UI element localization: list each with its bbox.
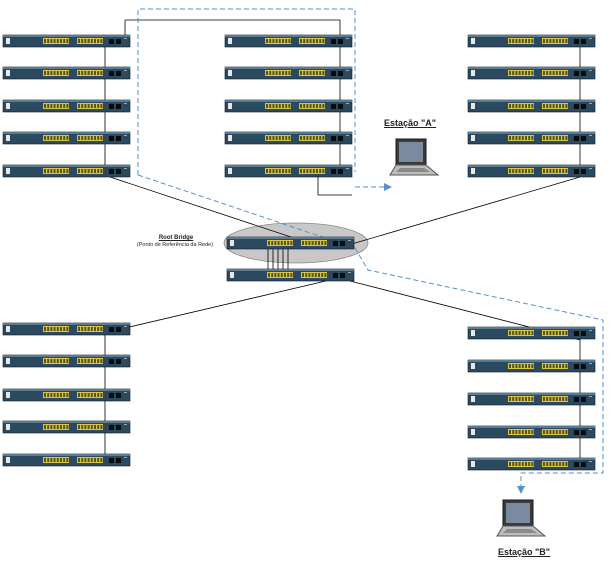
switch-stack-bottom-left-switch-5 [2,453,131,467]
switch-stack-top-center-switch-4 [224,131,353,145]
station-b-label: Estação "B" [498,547,551,557]
switch-stack-top-left-switch-1 [2,34,131,48]
station-a-label: Estação "A" [384,118,437,128]
switch-stack-bottom-right-switch-4 [467,425,596,439]
switch-stacks [2,34,596,471]
switch-stack-top-center-switch-2 [224,66,353,80]
switch-stack-top-center-switch-5 [224,164,353,178]
stations [389,138,547,537]
switch-stack-top-right-switch-3 [467,99,596,113]
switch-stack-top-left-switch-2 [2,66,131,80]
switch-stack-top-right-switch-4 [467,131,596,145]
root-bridge-subtitle: (Ponto de Referência da Rede) [136,242,214,248]
switch-stack-top-left-switch-4 [2,131,131,145]
switch-stack-bottom-right-switch-3 [467,392,596,406]
switch-stack-top-left-switch-5 [2,164,131,178]
switch-stack-bottom-left-switch-1 [2,322,131,336]
switch-stack-bottom-left-switch-2 [2,354,131,368]
core-switch [226,268,355,282]
root-bridge-title: Root Bridge [158,235,194,241]
switch-stack-bottom-right-switch-1 [467,326,596,340]
switch-stack-top-left-switch-3 [2,99,131,113]
switch-stack-top-center-switch-1 [224,34,353,48]
laptop-b-icon [496,499,547,537]
switch-stack-bottom-right-switch-5 [467,457,596,471]
switch-stack-bottom-right-switch-2 [467,359,596,373]
root-bridge-switch [226,236,355,250]
traffic-path [137,8,604,494]
switch-stack-top-right-switch-1 [467,34,596,48]
switch-stack-top-right-switch-5 [467,164,596,178]
switch-stack-top-right-switch-2 [467,66,596,80]
switch-stack-bottom-left-switch-4 [2,420,131,434]
switch-stack-bottom-left-switch-3 [2,388,131,402]
laptop-a-icon [389,138,440,176]
switch-stack-top-center-switch-3 [224,99,353,113]
